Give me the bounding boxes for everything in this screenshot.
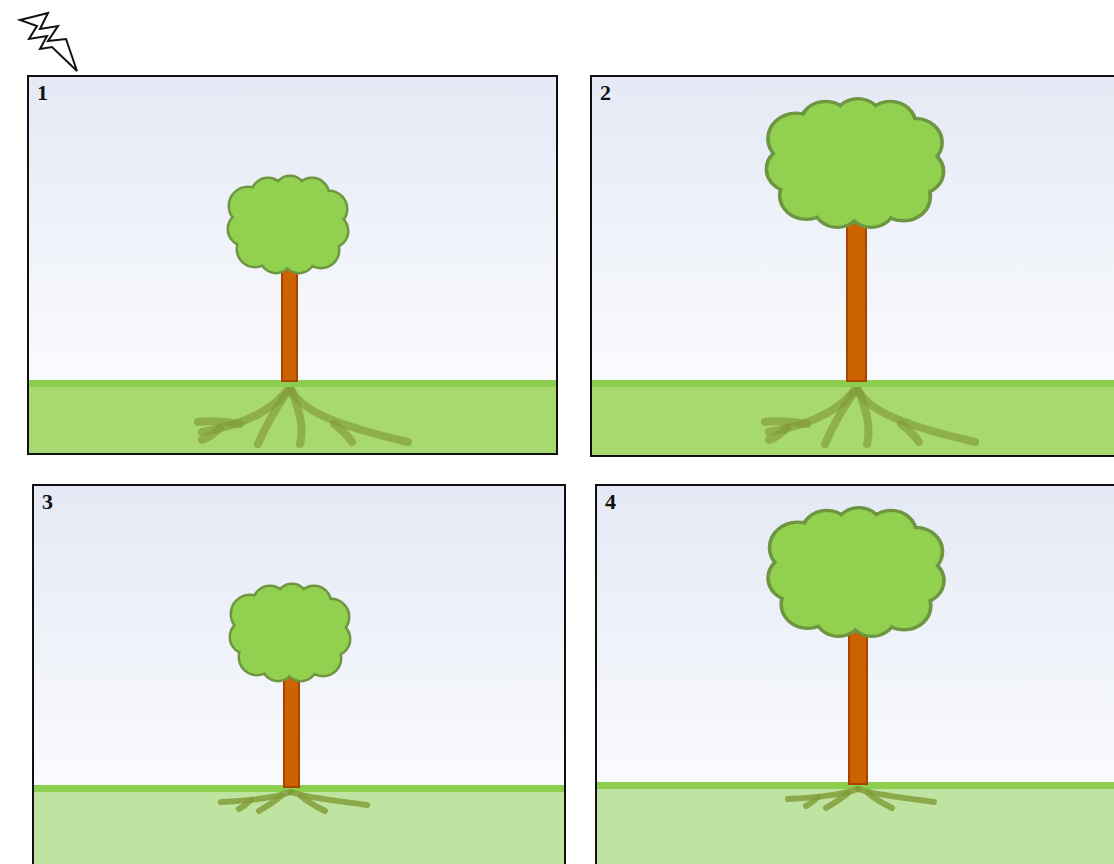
panel-frame: 2 (590, 75, 1114, 457)
panel-4-scene (595, 484, 1114, 864)
panel-number: 3 (42, 489, 53, 515)
panel-frame: 1 (27, 75, 558, 455)
lightning-icon (20, 13, 77, 71)
panel-frame: 4 (595, 484, 1114, 864)
panel-number: 2 (600, 80, 611, 106)
panel-2-scene (590, 75, 1114, 457)
panel-frame: 3 (32, 484, 566, 864)
panel-number: 4 (605, 489, 616, 515)
panel-number: 1 (37, 80, 48, 106)
panel-1-scene (27, 75, 558, 455)
panel-3-scene (32, 484, 566, 864)
